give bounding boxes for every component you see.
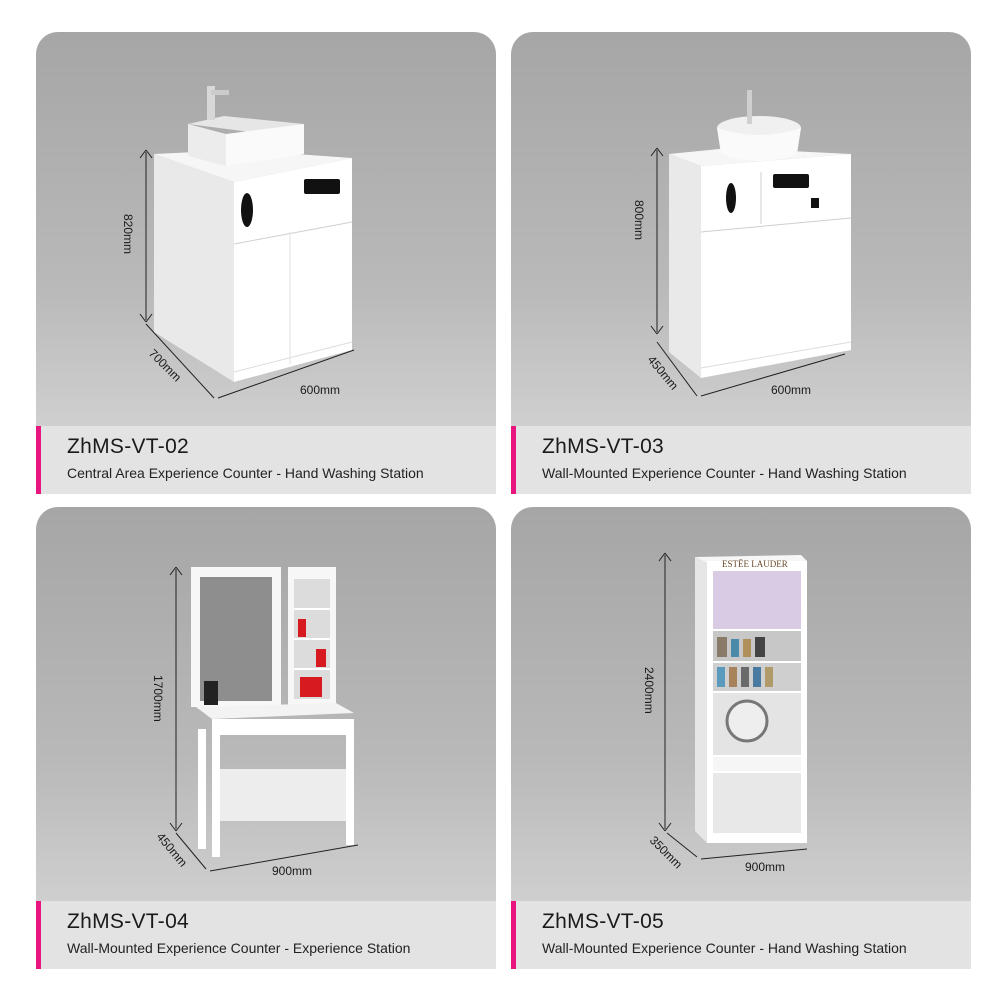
width-dimension: 900mm bbox=[745, 860, 785, 874]
height-dimension: 820mm bbox=[121, 214, 135, 254]
depth-dimension: 350mm bbox=[647, 833, 685, 871]
product-caption: ZhMS-VT-03 Wall-Mounted Experience Count… bbox=[511, 426, 971, 494]
product-card-vt-04[interactable]: 1700mm 450mm 900mm ZhMS-VT-04 Wall-Mount… bbox=[36, 507, 496, 969]
product-code: ZhMS-VT-05 bbox=[542, 910, 665, 933]
depth-dimension: 450mm bbox=[645, 353, 681, 393]
product-card-vt-03[interactable]: 800mm 450mm 600mm ZhMS-VT-03 Wall-Mounte… bbox=[511, 32, 971, 494]
width-dimension: 600mm bbox=[300, 383, 340, 397]
width-dimension: 600mm bbox=[771, 383, 811, 397]
product-card-vt-05[interactable]: 2400mm 350mm 900mm ESTĒE LAUDER ZhMS-VT-… bbox=[511, 507, 971, 969]
product-illustration: 800mm 450mm 600mm bbox=[632, 90, 852, 397]
height-dimension: 800mm bbox=[632, 200, 646, 240]
product-code: ZhMS-VT-02 bbox=[67, 435, 190, 458]
product-caption: ZhMS-VT-04 Wall-Mounted Experience Count… bbox=[36, 901, 496, 969]
depth-dimension: 450mm bbox=[154, 830, 190, 870]
product-description: Wall-Mounted Experience Counter - Hand W… bbox=[542, 940, 907, 956]
width-dimension: 900mm bbox=[272, 864, 312, 878]
product-illustration: 2400mm 350mm 900mm ESTĒE LAUDER bbox=[642, 552, 808, 874]
brand-logo: ESTĒE LAUDER bbox=[722, 559, 788, 569]
product-caption: ZhMS-VT-02 Central Area Experience Count… bbox=[36, 426, 496, 494]
product-caption: ZhMS-VT-05 Wall-Mounted Experience Count… bbox=[511, 901, 971, 969]
height-dimension: 1700mm bbox=[151, 675, 165, 722]
product-illustration: 820mm 700mm 600mm bbox=[121, 86, 355, 399]
product-description: Wall-Mounted Experience Counter - Hand W… bbox=[542, 465, 907, 481]
product-code: ZhMS-VT-04 bbox=[67, 910, 190, 933]
product-illustration: 1700mm 450mm 900mm bbox=[151, 566, 359, 878]
depth-dimension: 700mm bbox=[146, 346, 184, 384]
product-card-vt-02[interactable]: 820mm 700mm 600mm ZhMS-VT-02 Central Are… bbox=[36, 32, 496, 494]
height-dimension: 2400mm bbox=[642, 667, 656, 714]
product-description: Central Area Experience Counter - Hand W… bbox=[67, 465, 424, 481]
product-code: ZhMS-VT-03 bbox=[542, 435, 665, 458]
product-description: Wall-Mounted Experience Counter - Experi… bbox=[67, 940, 411, 956]
